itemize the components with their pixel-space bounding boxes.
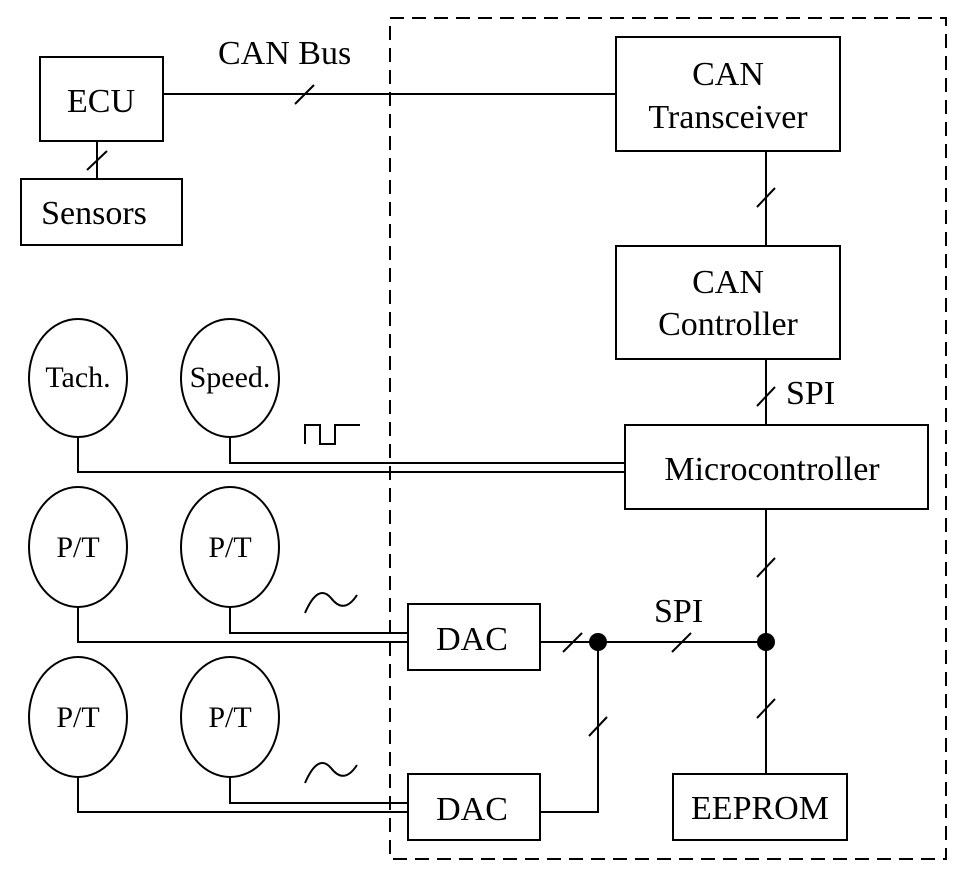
can-controller-label-1: CAN — [692, 264, 764, 301]
sensors-label: Sensors — [41, 195, 147, 232]
tach-gauge: Tach. — [28, 318, 128, 438]
can-bus-label: CAN Bus — [218, 35, 351, 72]
pt-gauge-1: P/T — [28, 486, 128, 608]
speed-gauge: Speed. — [180, 318, 280, 438]
spi-label-controller: SPI — [786, 375, 835, 412]
pt-gauge-3: P/T — [28, 656, 128, 778]
microcontroller-label: Microcontroller — [664, 451, 880, 488]
tach-signal-wire — [77, 437, 625, 473]
can-transceiver-block: CAN Transceiver — [615, 36, 841, 152]
ecu-label: ECU — [67, 83, 135, 120]
bus-slash-icon — [294, 84, 315, 105]
pt1-wire — [77, 607, 408, 643]
eeprom-label: EEPROM — [691, 790, 829, 827]
pt-gauge-4: P/T — [180, 656, 280, 778]
bus-slash-icon — [588, 716, 608, 737]
pt-label-4: P/T — [208, 701, 251, 734]
dac2-spi-wire — [540, 642, 599, 813]
pt-label-3: P/T — [56, 701, 99, 734]
pt4-wire — [229, 777, 408, 804]
pt-label-2: P/T — [208, 531, 251, 564]
dac-label-1: DAC — [436, 621, 508, 658]
square-wave-icon — [304, 424, 360, 445]
speed-label: Speed. — [190, 361, 271, 394]
module-boundary — [389, 17, 947, 860]
bus-slash-icon — [562, 632, 583, 653]
bus-slash-icon — [756, 386, 776, 407]
eeprom-block: EEPROM — [672, 773, 848, 841]
pt-gauge-2: P/T — [180, 486, 280, 608]
dac-label-2: DAC — [436, 791, 508, 828]
can-transceiver-label-1: CAN — [692, 56, 764, 93]
bus-slash-icon — [671, 632, 692, 653]
sine-wave-icon — [304, 592, 358, 614]
spi-label-dac: SPI — [654, 593, 703, 630]
tach-label: Tach. — [45, 361, 110, 394]
bus-slash-icon — [756, 557, 776, 578]
sensors-block: Sensors — [20, 178, 183, 246]
speed-signal-wire — [229, 437, 625, 464]
can-transceiver-label-2: Transceiver — [648, 99, 808, 136]
dac-block-2: DAC — [407, 773, 541, 841]
microcontroller-block: Microcontroller — [624, 424, 929, 510]
bus-slash-icon — [86, 150, 108, 171]
sine-wave-icon — [304, 762, 358, 784]
can-controller-label-2: Controller — [658, 306, 798, 343]
pt3-wire — [77, 777, 408, 813]
bus-slash-icon — [756, 698, 776, 719]
bus-slash-icon — [756, 187, 776, 208]
can-controller-block: CAN Controller — [615, 245, 841, 360]
dac-block-1: DAC — [407, 603, 541, 671]
pt-label-1: P/T — [56, 531, 99, 564]
ecu-block: ECU — [39, 56, 164, 142]
pt2-wire — [229, 607, 408, 634]
